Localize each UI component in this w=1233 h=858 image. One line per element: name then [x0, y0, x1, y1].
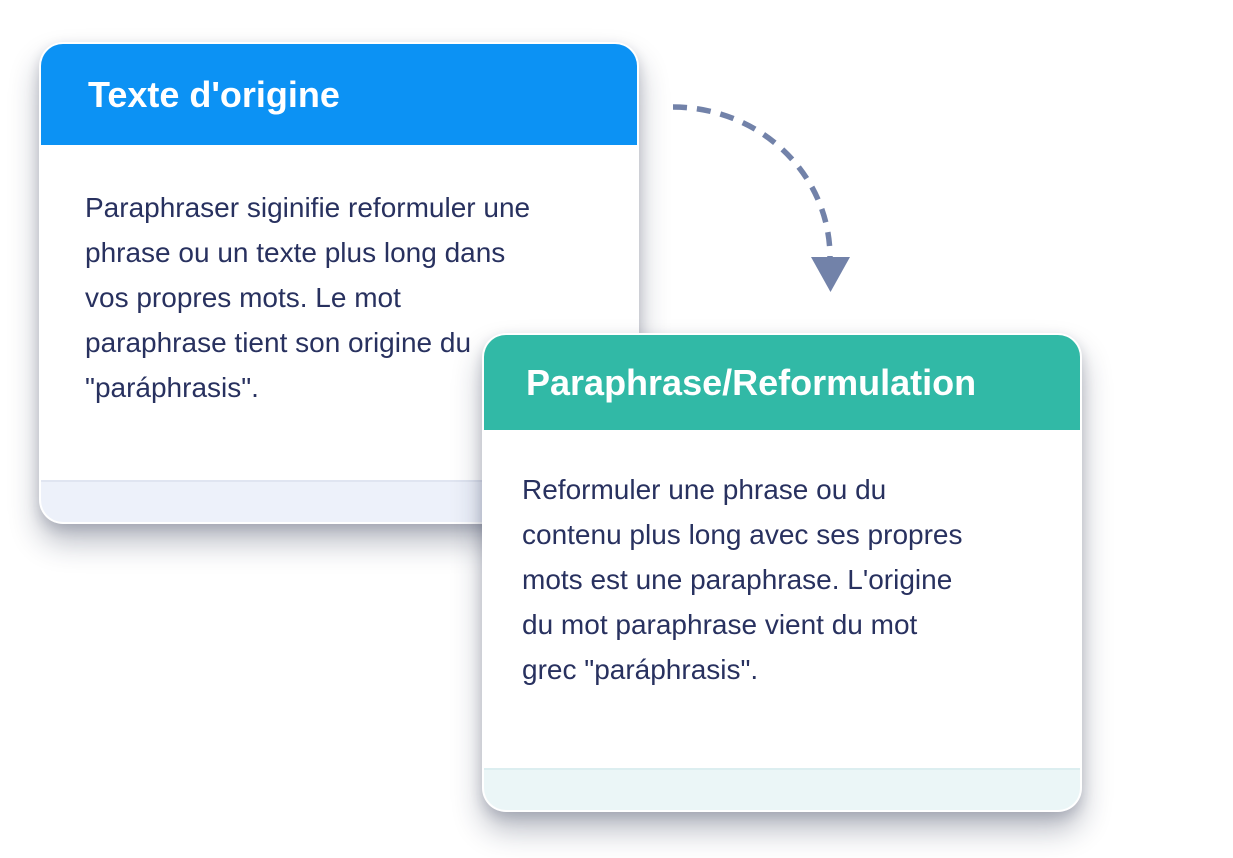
body-text-line: vos propres mots. Le mot — [85, 282, 401, 313]
card-original-body: Paraphraser siginifie reformuler une phr… — [41, 145, 637, 480]
body-text-line: phrase ou un texte plus long dans — [85, 237, 506, 268]
arrow-head — [811, 257, 850, 292]
card-original-header: Texte d'origine — [41, 44, 637, 145]
body-text-line: du mot paraphrase vient du mot — [522, 609, 918, 640]
card-paraphrase: Paraphrase/Reformulation Reformuler une … — [482, 333, 1082, 812]
body-text-line: Paraphraser siginifie reformuler une — [85, 192, 531, 223]
body-text-line: Reformuler une phrase ou du — [522, 474, 887, 505]
body-text-line: mots est une paraphrase. L'origine — [522, 564, 953, 595]
arrow-curve-line — [672, 104, 833, 258]
card-paraphrase-body: Reformuler une phrase ou du contenu plus… — [484, 430, 1080, 768]
card-paraphrase-header: Paraphrase/Reformulation — [484, 335, 1080, 430]
card-original-title: Texte d'origine — [88, 73, 340, 115]
body-text-line: "paráphrasis". — [85, 372, 259, 403]
body-text-line: contenu plus long avec ses propres — [522, 519, 963, 550]
body-text-line: grec "paráphrasis". — [522, 654, 759, 685]
card-paraphrase-title: Paraphrase/Reformulation — [526, 361, 977, 403]
card-paraphrase-footer — [484, 768, 1080, 810]
body-text-line: paraphrase tient son origine du — [85, 327, 472, 358]
